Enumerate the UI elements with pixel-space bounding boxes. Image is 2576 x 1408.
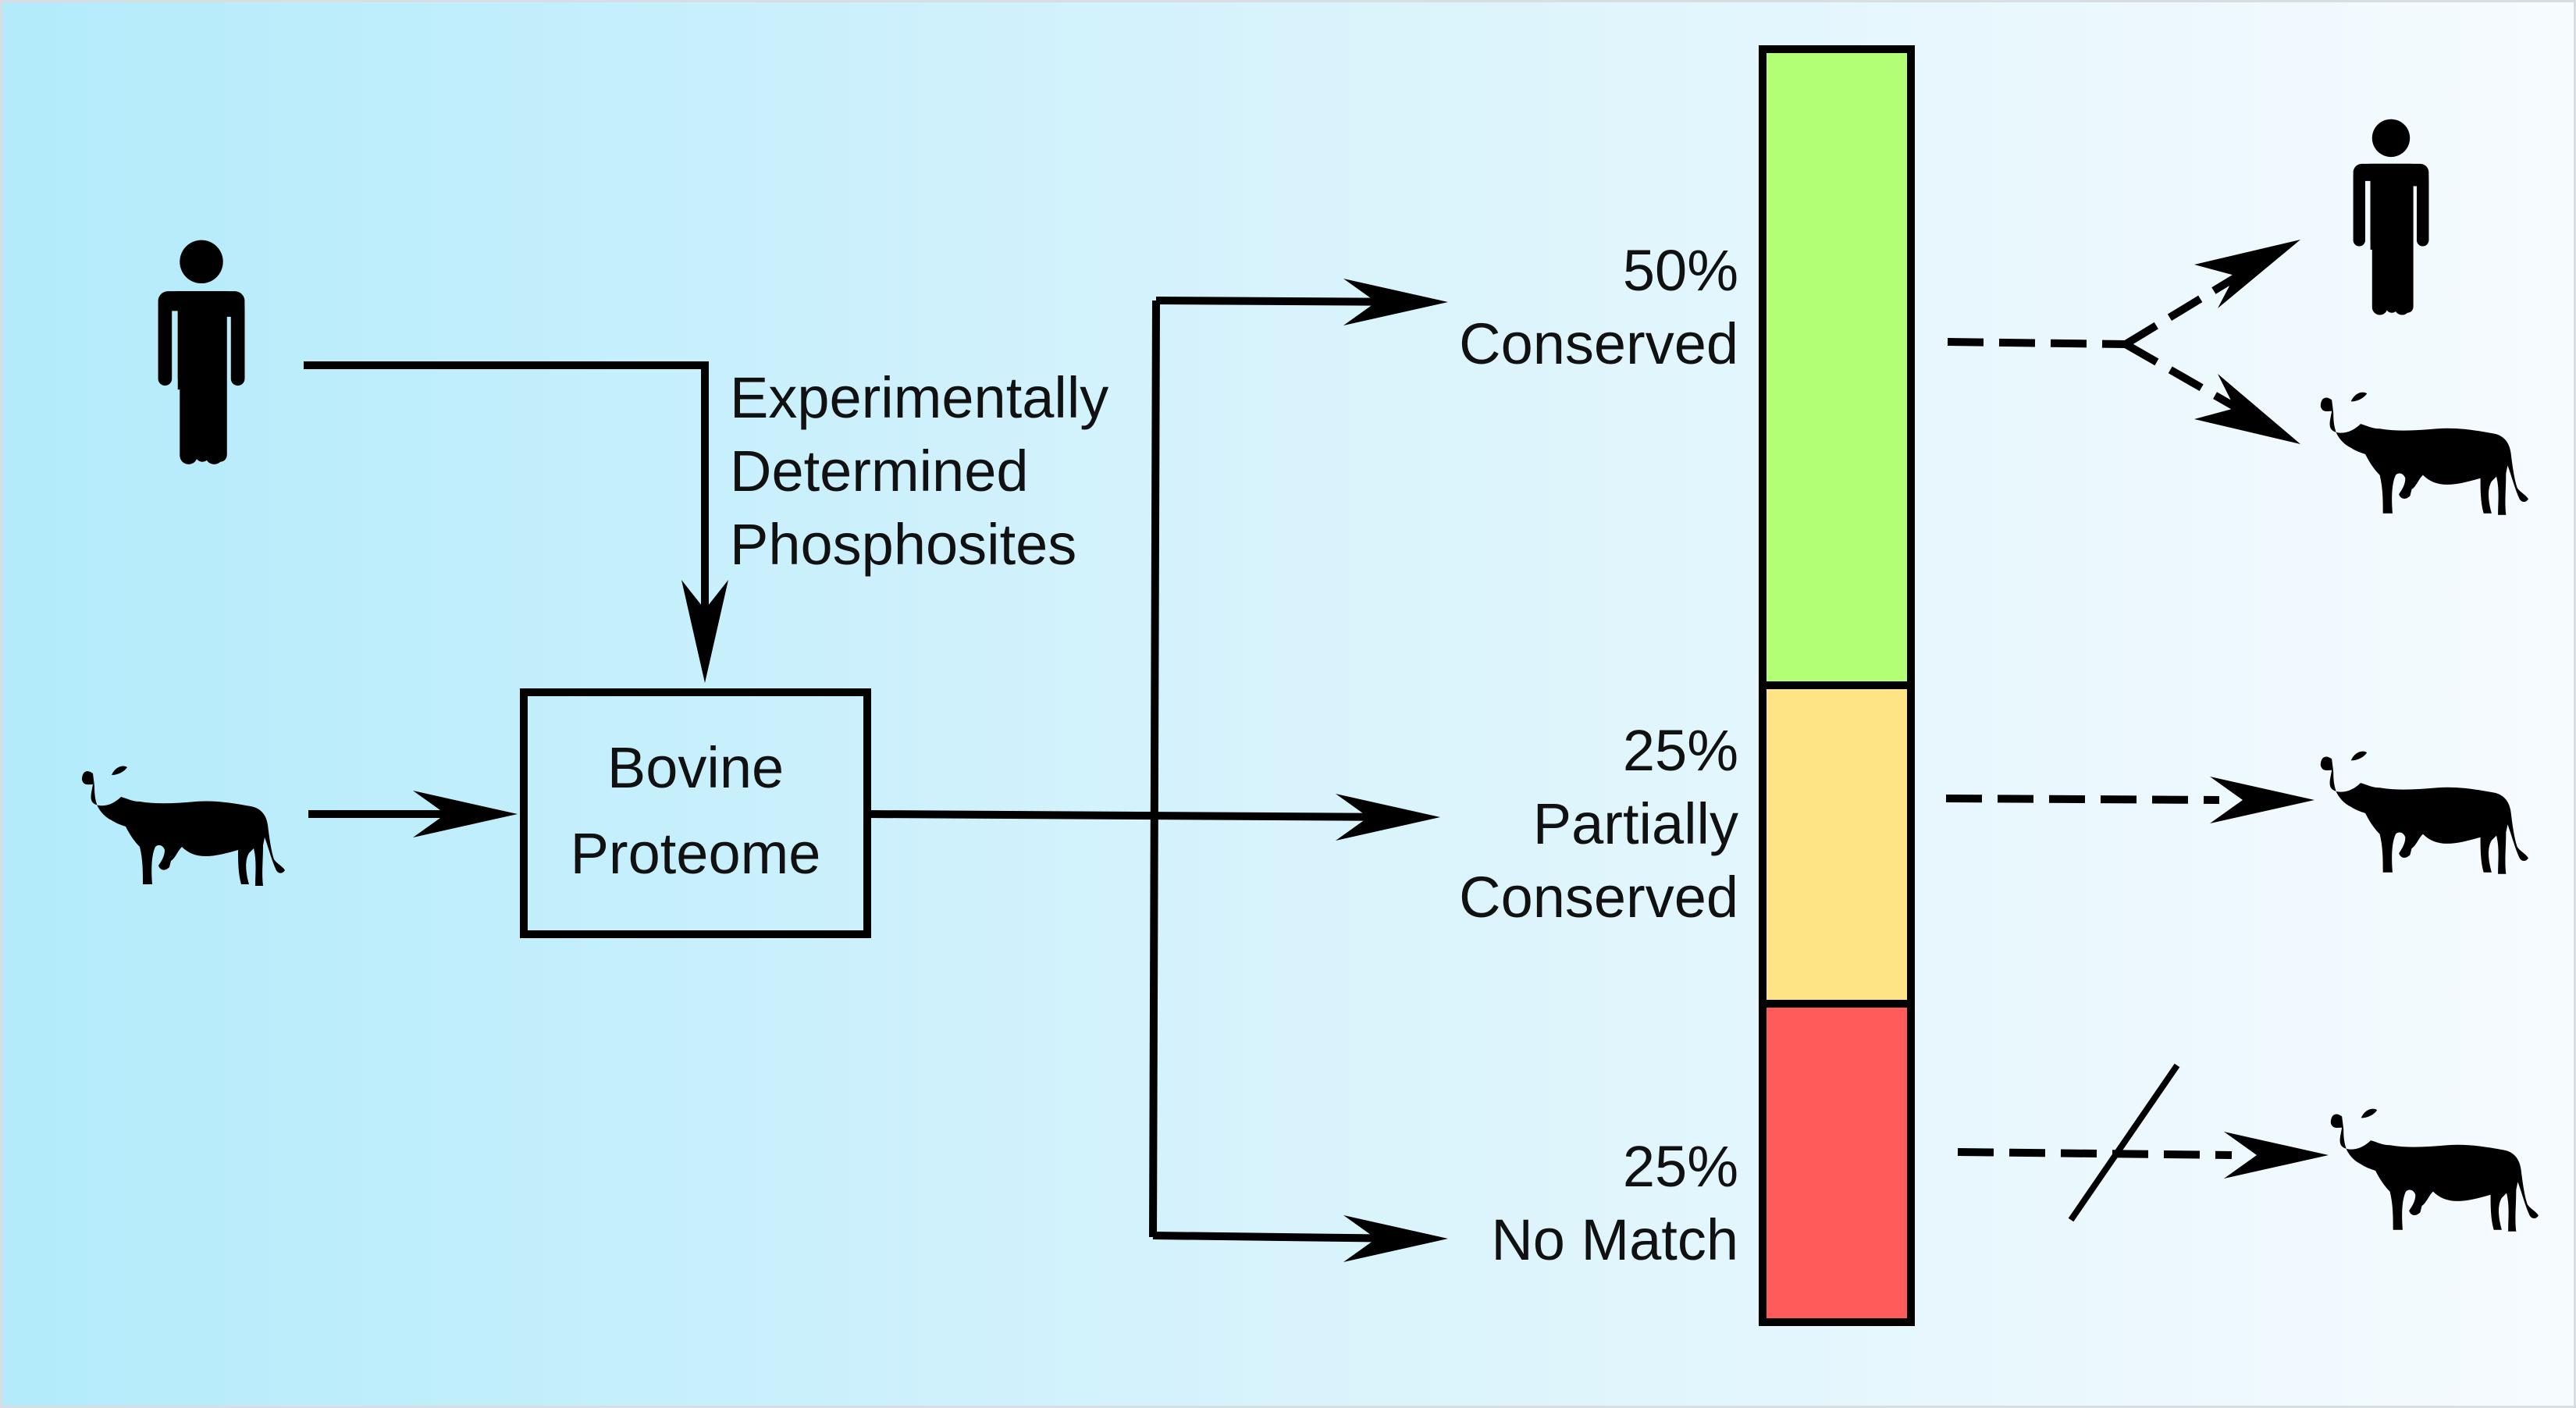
process-label-line-1: Experimentally: [730, 365, 1109, 430]
human-icon: [2353, 119, 2429, 315]
partial-label: 25% Partially Conserved: [1459, 714, 1738, 934]
human-to-proteome-connector: [304, 361, 709, 650]
arrowhead-partial: [1336, 794, 1440, 841]
proteome-label-line-1: Bovine: [607, 735, 785, 800]
arrowhead-nomatch: [1343, 1215, 1448, 1262]
branch-bottom: [1152, 1232, 1416, 1243]
nomatch-label: 25% No Match: [1491, 1130, 1738, 1277]
proteome-box: [520, 688, 871, 938]
block-slash: [2068, 1063, 2180, 1222]
bar-segment-nomatch: [1759, 1000, 1915, 1326]
process-label: Experimentally Determined Phosphosites: [730, 361, 1108, 581]
stacked-bar: [1759, 45, 1915, 1326]
proteome-label-line-2: Proteome: [570, 821, 821, 886]
partial-arrowhead: [2210, 777, 2314, 823]
conserved-dashed-line: [1947, 338, 2126, 348]
branch-trunk: [1149, 300, 1160, 1238]
nomatch-arrowhead: [2224, 1132, 2329, 1179]
arrowhead-conserved: [1343, 279, 1448, 325]
fork-up-arrowhead: [2194, 240, 2300, 308]
process-label-line-3: Phosphosites: [730, 512, 1077, 577]
nomatch-percent: 25%: [1622, 1134, 1738, 1199]
bar-segment-partial: [1759, 681, 1915, 1008]
bar-segment-conserved: [1759, 45, 1915, 689]
nomatch-text: No Match: [1491, 1207, 1738, 1272]
cow-icon: [2320, 751, 2528, 874]
nomatch-dashed-line: [1957, 1148, 2233, 1159]
cow-icon: [2330, 1108, 2539, 1232]
conserved-label: 50% Conserved: [1459, 234, 1738, 381]
process-label-line-2: Determined: [730, 439, 1029, 503]
fork-down-arrowhead: [2194, 374, 2300, 444]
partial-percent: 25%: [1622, 718, 1738, 783]
down-arrowhead: [681, 580, 728, 683]
proteome-box-label: Bovine Proteome: [524, 725, 867, 897]
partial-text-line-2: Conserved: [1459, 865, 1738, 930]
conserved-percent: 50%: [1622, 238, 1738, 303]
partial-text-line-1: Partially: [1532, 791, 1738, 856]
right-arrowhead: [413, 791, 518, 837]
branch-top: [1155, 297, 1416, 306]
human-icon: [158, 240, 245, 464]
proteome-out-connector: [866, 810, 1408, 821]
partial-dashed-line: [1945, 795, 2220, 804]
cow-icon: [82, 766, 285, 886]
cow-icon: [2320, 392, 2528, 515]
conserved-text: Conserved: [1459, 311, 1738, 376]
